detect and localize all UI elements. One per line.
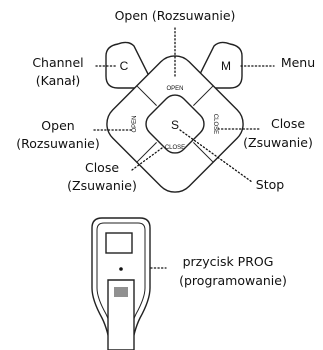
callout-close-right-line1: Close bbox=[271, 116, 305, 131]
callout-open-left-line1: Open bbox=[41, 118, 74, 133]
channel-button: C bbox=[105, 41, 152, 89]
leader-stop bbox=[179, 129, 253, 183]
prog-button bbox=[119, 267, 123, 271]
stop-button-label: S bbox=[171, 118, 179, 132]
open-top-button-label: OPEN bbox=[166, 86, 183, 92]
remote-clip bbox=[107, 279, 135, 350]
stop-button bbox=[145, 94, 205, 154]
close-bottom-button-label: CLOSE bbox=[165, 145, 185, 151]
menu-button-label: M bbox=[221, 59, 231, 73]
callout-channel-line1: Channel bbox=[32, 55, 83, 70]
open-left-button-label: OPEN bbox=[132, 115, 138, 132]
remote-display bbox=[105, 232, 133, 254]
callout-menu: Menu bbox=[281, 55, 315, 70]
menu-button: M bbox=[196, 41, 243, 89]
callout-stop: Stop bbox=[256, 177, 284, 192]
callout-open-left-line2: (Rozsuwanie) bbox=[16, 136, 100, 151]
callout-channel-line2: (Kanał) bbox=[36, 73, 81, 88]
callout-prog-line1: przycisk PROG bbox=[183, 254, 274, 269]
callout-open-top: Open (Rozsuwanie) bbox=[115, 8, 236, 23]
callout-close-bottom-line2: (Zsuwanie) bbox=[67, 178, 137, 193]
remote-grip bbox=[114, 287, 128, 297]
close-right-button-label: CLOSE bbox=[212, 114, 218, 134]
channel-button-label: C bbox=[120, 59, 129, 73]
remote-keypad-icon: C M S OPEN CLOSE OPEN CLOSE bbox=[105, 41, 244, 193]
callout-close-right-line2: (Zsuwanie) bbox=[243, 135, 313, 150]
callout-close-bottom-line1: Close bbox=[85, 160, 119, 175]
callout-prog-line2: (programowanie) bbox=[179, 273, 287, 288]
leader-close-bottom bbox=[131, 147, 163, 171]
remote-control-icon bbox=[91, 217, 151, 350]
